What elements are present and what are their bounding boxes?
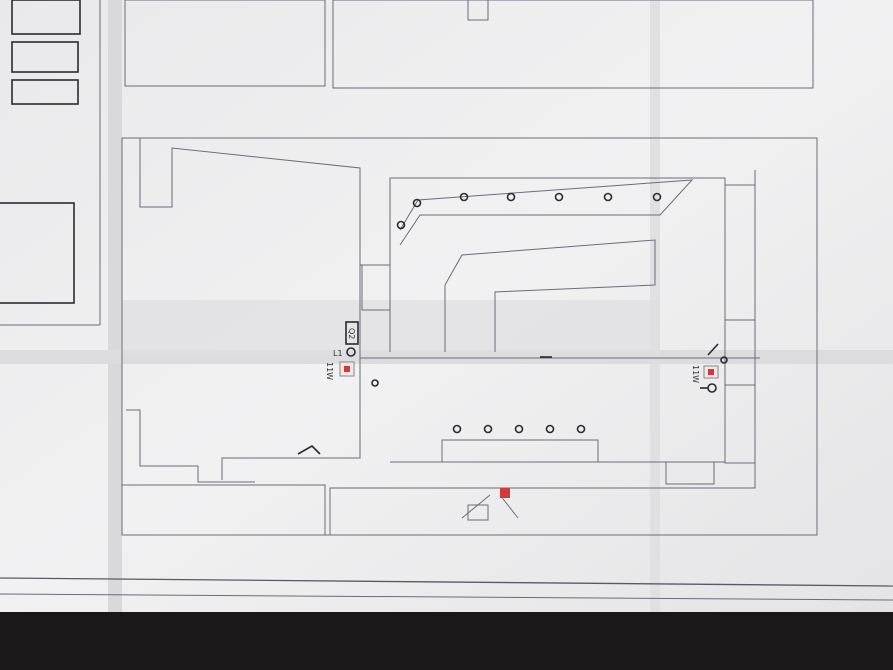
socket-marker-icon: [708, 369, 714, 375]
socket-marker-icon: [500, 488, 510, 498]
label-socket-left: 11W: [325, 362, 334, 380]
label-socket-right: 11W: [691, 365, 700, 383]
ceiling-light-icon: [603, 192, 613, 202]
fold-line: [108, 0, 122, 612]
light-l1-icon: [346, 347, 356, 357]
ceiling-light-icon: [652, 192, 662, 202]
main-floor-plan: [0, 137, 893, 601]
electrical-symbols: Q2 L1 11W 11W: [297, 321, 728, 498]
top-rooms: [124, 0, 814, 89]
ceiling-light-icon: [452, 424, 462, 434]
ceiling-light-icon: [576, 424, 586, 434]
ceiling-light-icon: [412, 198, 422, 208]
ceiling-light-icon: [545, 424, 555, 434]
ceiling-light-icon: [514, 424, 524, 434]
ceiling-light-icon: [396, 220, 406, 230]
ceiling-light-icon: [554, 192, 564, 202]
label-l1: L1: [333, 349, 343, 358]
label-q2: Q2: [347, 328, 356, 339]
ceiling-lights: [396, 192, 662, 434]
ceiling-light-icon: [506, 192, 516, 202]
ceiling-light-icon: [459, 192, 469, 202]
switch-q2-box: [345, 321, 359, 345]
socket-marker-icon: [344, 366, 350, 372]
left-legend-panel: [0, 0, 101, 326]
ceiling-light-icon: [483, 424, 493, 434]
